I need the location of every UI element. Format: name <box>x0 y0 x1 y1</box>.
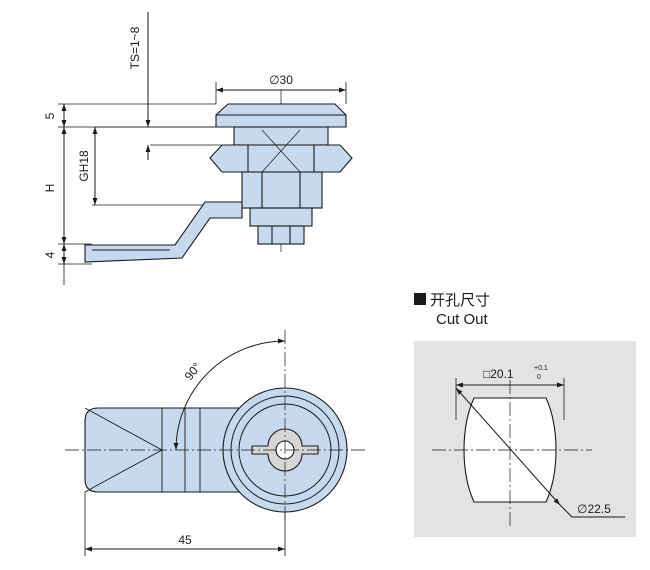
dim-4-label: 4 <box>43 251 57 258</box>
cutout-shape <box>432 378 625 528</box>
tolerance-plus: +0.1 <box>534 365 548 372</box>
cutout-title-cn: 开孔尺寸 <box>430 292 490 309</box>
side-view <box>58 12 353 285</box>
cutout-title-en: Cut Out <box>436 311 489 328</box>
dim-5-label: 5 <box>43 112 57 119</box>
ts-label: TS=1~8 <box>128 26 142 69</box>
square-dim-label: □20.1 <box>483 367 514 381</box>
angle-90-label: 90° <box>182 360 204 383</box>
cam-lock-side <box>84 103 353 263</box>
tolerance-zero: 0 <box>537 374 541 381</box>
h-label: H <box>43 184 57 193</box>
front-view <box>65 330 365 556</box>
width-45-label: 45 <box>178 533 192 547</box>
diameter-30-label: ∅30 <box>269 73 293 87</box>
cutout-title-marker <box>414 293 426 305</box>
diameter-22-5-label: ∅22.5 <box>577 502 611 516</box>
gh18-label: GH18 <box>77 150 91 182</box>
